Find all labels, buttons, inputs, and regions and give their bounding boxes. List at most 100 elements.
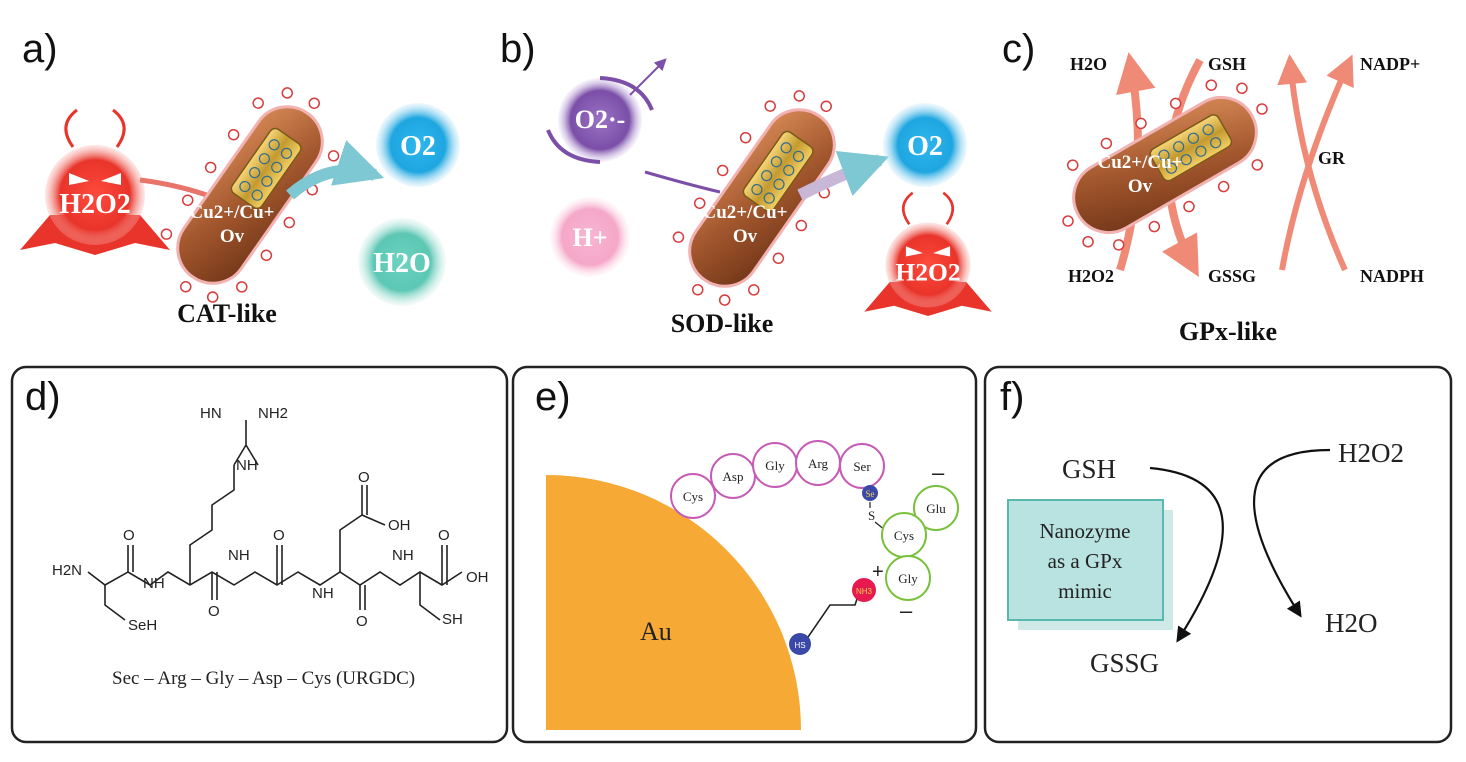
oh2-atom: OH	[466, 569, 489, 586]
panel-a-title: CAT-like	[177, 299, 277, 328]
o6-atom: O	[438, 527, 450, 544]
arrow-out	[286, 140, 385, 200]
nh2-top-atom: NH2	[258, 405, 288, 422]
sh-atom: SH	[442, 611, 463, 628]
panel-f: f) Nanozyme as a GPx mimic GSH H2O2 GSSG…	[1000, 375, 1404, 678]
hs-group-icon	[789, 633, 811, 655]
se-atom-icon	[862, 485, 878, 501]
arrow-h2o2-to-h2o	[1253, 448, 1331, 618]
arrow-in	[139, 177, 216, 201]
panel-b-label: b)	[500, 27, 536, 71]
product2-label: H2O	[373, 248, 431, 279]
panel-a: a) H2O2 Cu2+/Cu+ Ov O2 H2O CAT-like	[18, 27, 460, 328]
residue-gly: Gly	[765, 458, 785, 473]
residue-ser: Ser	[853, 459, 871, 474]
minus-charge-2: –	[900, 598, 913, 623]
minus-charge-1: –	[932, 460, 945, 485]
top-mid: GSH	[1208, 54, 1246, 74]
h2o2-devil-icon: H2O2	[18, 108, 172, 257]
panel-e-frame	[511, 365, 978, 744]
panel-c-title: GPx-like	[1179, 317, 1277, 346]
superoxide-icon: O2·-	[546, 58, 667, 164]
o2-bubble	[883, 103, 967, 187]
h2o-bubble	[358, 218, 446, 306]
box-line1: Nanozyme	[1040, 519, 1131, 543]
s-label: S	[868, 508, 875, 523]
seh-atom: SeH	[128, 617, 157, 634]
panel-e-label: e)	[535, 375, 571, 419]
nh3-group-icon	[852, 578, 876, 602]
nanozyme-capsule-icon	[649, 70, 875, 326]
h2o-label: H2O	[1325, 608, 1378, 638]
hs-label: HS	[794, 641, 805, 650]
bot-left: H2O2	[1068, 266, 1114, 286]
residue-gly2: Gly	[898, 571, 918, 586]
o2-bubble	[376, 103, 460, 187]
arrow-gsh-to-gssg	[1149, 466, 1224, 643]
panel-c: c) H2O GSH NADP+ H2O2 GSSG NADPH GR Cu2+…	[1002, 27, 1424, 346]
residue-glu-circle	[913, 485, 959, 531]
center-line2: Ov	[733, 226, 758, 247]
panel-f-label: f)	[1000, 375, 1024, 419]
nh4-atom: NH	[392, 547, 414, 564]
top-right: NADP+	[1360, 54, 1420, 74]
h2o2-devil-icon: H2O2	[862, 191, 994, 318]
surface-label: Au	[640, 617, 672, 646]
se-label: Se	[866, 489, 875, 499]
arrow-in	[644, 170, 721, 194]
residue-gly2-circle	[885, 555, 931, 601]
panel-c-label: c)	[1002, 27, 1035, 71]
center-line1: Cu2+/Cu+	[1097, 152, 1182, 173]
o4-atom: O	[358, 469, 370, 486]
panel-f-frame	[983, 365, 1453, 744]
center-line2: Ov	[220, 226, 245, 247]
residue-cys2: Cys	[894, 528, 914, 543]
radical-label: O2·-	[575, 105, 626, 134]
bot-right: NADPH	[1360, 266, 1424, 286]
nh-top-atom: NH	[236, 457, 258, 474]
top-left: H2O	[1070, 54, 1107, 74]
proton-label: H+	[572, 223, 607, 252]
product1-label: O2	[907, 131, 943, 162]
h2n-atom: H2N	[52, 562, 82, 579]
o1-atom: O	[123, 527, 135, 544]
bot-mid: GSSG	[1208, 266, 1256, 286]
enzyme-label: GR	[1318, 148, 1346, 168]
nh2-atom: NH	[228, 547, 250, 564]
box-line3: mimic	[1058, 579, 1112, 603]
oh1-atom: OH	[388, 517, 411, 534]
panel-b: b) O2·- H+ Cu2+/Cu+ Ov O2 H2O2 SOD-like	[500, 27, 994, 338]
panel-d-frame	[10, 365, 509, 744]
residue-asp: Asp	[723, 469, 744, 484]
nh3-atom: NH	[312, 585, 334, 602]
reactant-label: H2O2	[59, 189, 131, 220]
product1-label: O2	[400, 131, 436, 162]
linker	[805, 589, 861, 641]
product2-label: H2O2	[895, 257, 960, 286]
gssg-label: GSSG	[1090, 648, 1159, 678]
nanozyme-box	[1007, 499, 1164, 621]
residue-cys: Cys	[683, 489, 703, 504]
panel-d-label: d)	[25, 375, 61, 419]
panel-e: e) Au Cys Asp Gly Arg Ser Se S Glu Cys G…	[535, 375, 959, 730]
residue-chain-1	[670, 440, 885, 519]
gsh-label: GSH	[1062, 454, 1116, 484]
center-line2: Ov	[1128, 176, 1153, 197]
residue-arg: Arg	[808, 456, 828, 471]
center-line1: Cu2+/Cu+	[189, 202, 274, 223]
residue-glu: Glu	[926, 501, 946, 516]
nanozyme-capsule-icon	[137, 67, 363, 323]
molecule-structure	[87, 420, 463, 621]
arrow-out	[797, 151, 889, 201]
o2-atom: O	[208, 603, 220, 620]
sequence-caption: Sec – Arg – Gly – Asp – Cys (URGDC)	[112, 668, 415, 689]
nh1-atom: NH	[143, 575, 165, 592]
plus-charge: +	[872, 561, 884, 583]
hn-atom: HN	[200, 405, 222, 422]
o3-atom: O	[273, 527, 285, 544]
panel-b-title: SOD-like	[671, 309, 774, 338]
proton-bubble	[550, 197, 630, 277]
center-line1: Cu2+/Cu+	[702, 202, 787, 223]
o5-atom: O	[356, 613, 368, 630]
